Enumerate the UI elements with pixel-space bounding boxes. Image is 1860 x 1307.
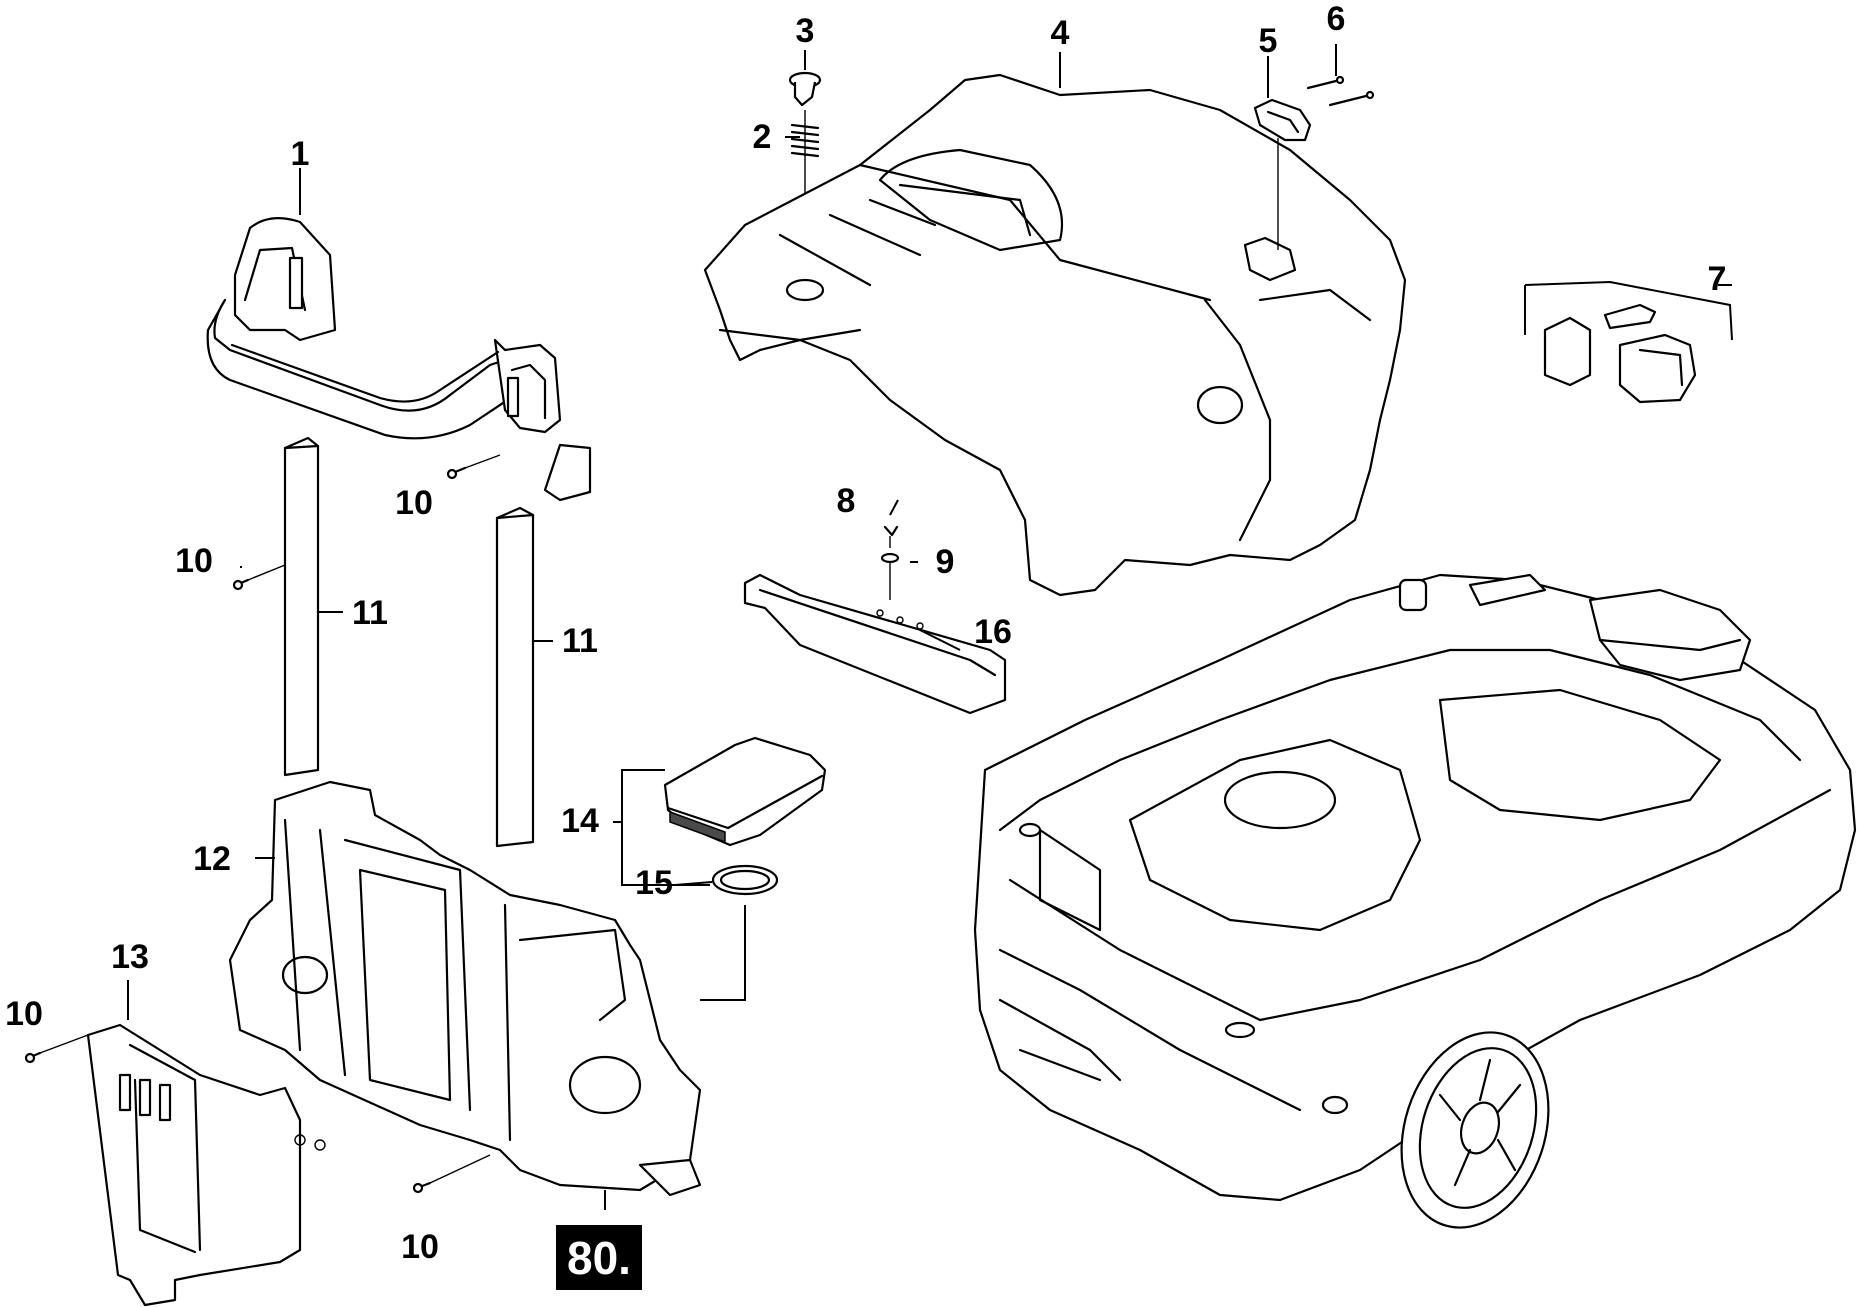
callout-1: 1: [291, 135, 310, 173]
switch-assembly-part-7: [1524, 280, 1733, 404]
tube-part-11-right: [495, 506, 535, 848]
page-badge: 80.: [556, 1225, 642, 1290]
screw-part-10-bottom: [412, 1154, 491, 1194]
seal-ring-part-15: [711, 864, 779, 896]
callout-8: 8: [837, 482, 856, 520]
callout-16: 16: [974, 613, 1012, 651]
callout-7: 7: [1708, 260, 1727, 298]
screw-part-10-left: [232, 564, 286, 591]
tube-part-11-left: [283, 436, 320, 777]
callout-10-left: 10: [175, 542, 213, 580]
knob-part-3: [788, 71, 822, 107]
callout-15: 15: [635, 864, 673, 902]
callout-6: 6: [1327, 0, 1346, 38]
bracket-housing-part-12: [228, 780, 702, 1197]
callout-11-right: 11: [562, 622, 598, 660]
leader-lines: [127, 50, 1732, 1210]
callout-12: 12: [193, 840, 231, 878]
screw-part-10-bottom-left: [24, 1034, 89, 1064]
callout-11-left: 11: [352, 594, 388, 632]
hood-part-4: [703, 73, 1407, 597]
callout-10-top: 10: [395, 484, 433, 522]
lid-part-14: [663, 736, 827, 847]
callout-10-bottom: 10: [401, 1228, 439, 1266]
screw-part-8: [883, 525, 899, 548]
callout-9: 9: [936, 543, 955, 581]
page-badge-label: 80.: [567, 1232, 631, 1284]
washer-part-9: [880, 552, 900, 600]
callout-14: 14: [561, 802, 599, 840]
wheel: [1400, 1031, 1550, 1229]
handle-bar-part-1: [206, 217, 592, 502]
pins-part-6: [1306, 44, 1375, 107]
base-unit: [973, 573, 1857, 1202]
lower-cover-part-13: [86, 1023, 326, 1307]
callout-13: 13: [111, 938, 149, 976]
clip-part-5: [1253, 98, 1312, 250]
rail-bracket-part-16: [743, 573, 1007, 715]
screw-part-10-top: [446, 454, 501, 480]
callout-5: 5: [1259, 22, 1278, 60]
callout-10-bottom-left: 10: [5, 995, 43, 1033]
callout-2: 2: [753, 118, 772, 156]
callout-3: 3: [796, 12, 815, 50]
callout-4: 4: [1051, 14, 1070, 52]
